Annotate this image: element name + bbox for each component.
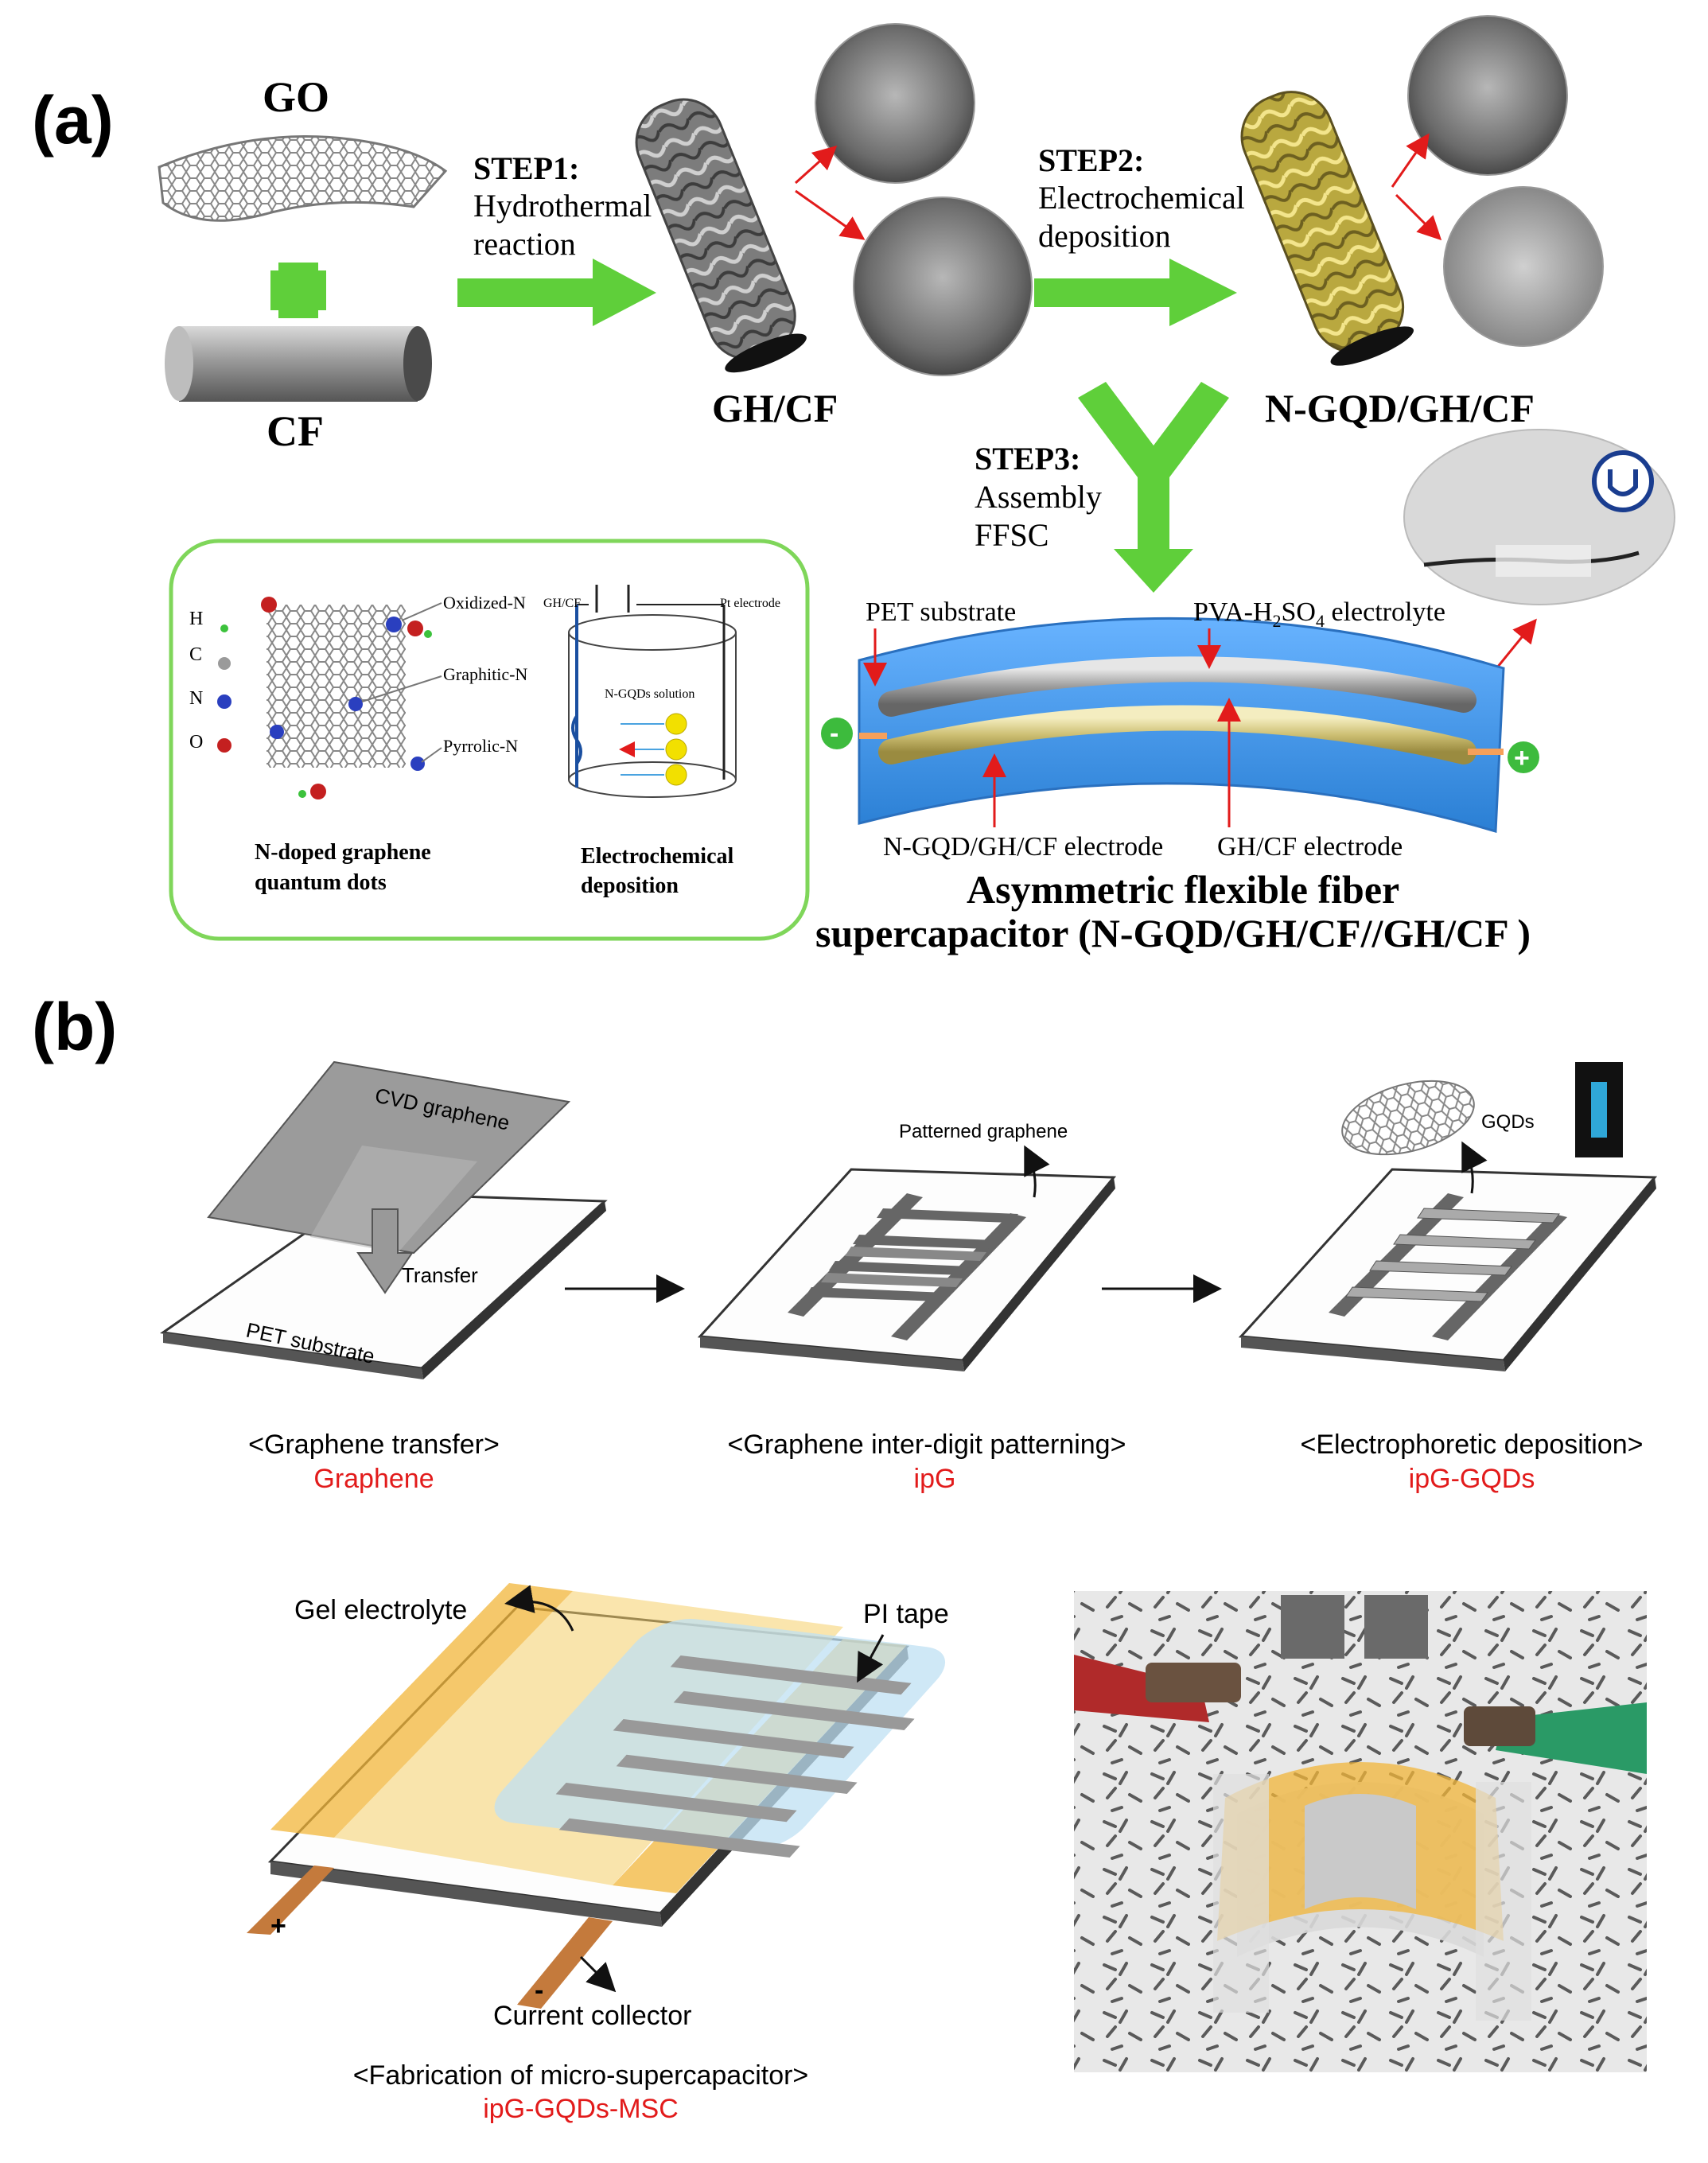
electrolyte-label: PVA-H2SO4 electrolyte	[1193, 597, 1445, 631]
cf-label: CF	[267, 407, 324, 455]
inset-caption-right-2: deposition	[581, 873, 679, 898]
legend-o: O	[189, 732, 203, 753]
step3-title: STEP3:	[975, 441, 1080, 477]
panel-a-label: (a)	[32, 83, 114, 158]
ghcf-small-label: GH/CF	[543, 597, 581, 610]
graphitic-n-label: Graphitic-N	[443, 664, 527, 684]
step1-line1: Hydrothermal	[473, 188, 652, 224]
gh-cf-fiber-icon	[635, 98, 807, 373]
gh-cf-label: GH/CF	[712, 386, 838, 430]
carbon-fiber-icon	[165, 326, 432, 402]
ghcf-electrode-label: GH/CF electrode	[1217, 832, 1403, 862]
step1-title: STEP1:	[473, 150, 579, 186]
asymmetric-ffsc-device-icon	[821, 617, 1539, 833]
step3-caption: <Electrophoretic deposition>	[1301, 1430, 1644, 1460]
sem-image-1	[815, 23, 975, 184]
n-gqd-fiber-icon	[1240, 91, 1414, 366]
gqd-deposition-illustration	[1238, 1062, 1658, 1371]
current-collector-label: Current collector	[493, 2001, 691, 2031]
inset-caption-left-2: quantum dots	[255, 870, 387, 895]
pt-electrode-label: Pt electrode	[720, 597, 780, 610]
step1-arrow-icon	[457, 259, 656, 326]
legend-c: C	[189, 644, 202, 665]
ngqd-electrode-label: N-GQD/GH/CF electrode	[883, 832, 1163, 862]
step1-sub: Graphene	[313, 1464, 434, 1494]
collector-minus: -	[535, 1975, 543, 2005]
patterned-graphene-illustration	[697, 1168, 1117, 1371]
legend-h: H	[189, 609, 203, 629]
panel-b-label: (b)	[32, 990, 117, 1064]
step2-arrow-icon	[1034, 259, 1237, 326]
sem-image-2	[853, 196, 1033, 376]
step2-caption: <Graphene inter-digit patterning>	[728, 1430, 1126, 1460]
transfer-label: Transfer	[402, 1263, 478, 1287]
n-doped-gqd-molecule-icon	[261, 597, 432, 799]
n-gqd-label: N-GQD/GH/CF	[1265, 386, 1535, 430]
pi-tape-label: PI tape	[863, 1599, 949, 1629]
sem-image-4	[1443, 186, 1604, 347]
go-label: GO	[263, 73, 329, 121]
step3-merge-arrow-icon	[1078, 382, 1229, 593]
step3-line2: FFSC	[975, 517, 1049, 553]
step2-title: STEP2:	[1038, 142, 1144, 178]
plus-icon	[270, 263, 326, 318]
patterned-graphene-label: Patterned graphene	[899, 1121, 1068, 1142]
gel-electrolyte-label: Gel electrolyte	[294, 1595, 467, 1625]
inset-caption-left-1: N-doped graphene	[255, 840, 431, 865]
gqd-solution-label: N-GQDs solution	[605, 687, 694, 701]
step3-line1: Assembly	[975, 479, 1102, 515]
device-plus: +	[1514, 743, 1530, 773]
inset-caption-right-1: Electrochemical	[581, 844, 734, 869]
step3-sub: ipG-GQDs	[1409, 1464, 1535, 1494]
legend-n: N	[189, 688, 203, 709]
device-title-2: supercapacitor (N-GQD/GH/CF//GH/CF )	[815, 911, 1531, 955]
graphene-oxide-sheet-icon	[158, 135, 448, 222]
step1-caption: <Graphene transfer>	[248, 1430, 500, 1460]
fab-caption: <Fabrication of micro-supercapacitor>	[353, 2060, 809, 2091]
step2-sub: ipG	[914, 1464, 956, 1494]
device-minus: -	[830, 718, 838, 749]
gqds-label: GQDs	[1481, 1111, 1535, 1133]
micro-supercapacitor-illustration	[247, 1583, 946, 2009]
graphene-transfer-illustration	[160, 1060, 608, 1379]
pet-substrate-label: PET substrate	[866, 597, 1016, 627]
electrochemical-cell-icon	[568, 585, 737, 798]
device-title-1: Asymmetric flexible fiber	[967, 867, 1399, 912]
ffsc-photo	[1403, 429, 1675, 605]
step2-line1: Electrochemical	[1038, 180, 1245, 216]
fab-sub: ipG-GQDs-MSC	[483, 2094, 679, 2124]
msc-photo	[1074, 1591, 1647, 2072]
collector-plus: +	[270, 1911, 286, 1941]
step1-line2: reaction	[473, 226, 576, 262]
sem-image-3	[1407, 15, 1568, 176]
step2-line2: deposition	[1038, 218, 1171, 254]
oxidized-n-label: Oxidized-N	[443, 593, 526, 613]
pyrrolic-n-label: Pyrrolic-N	[443, 736, 518, 756]
